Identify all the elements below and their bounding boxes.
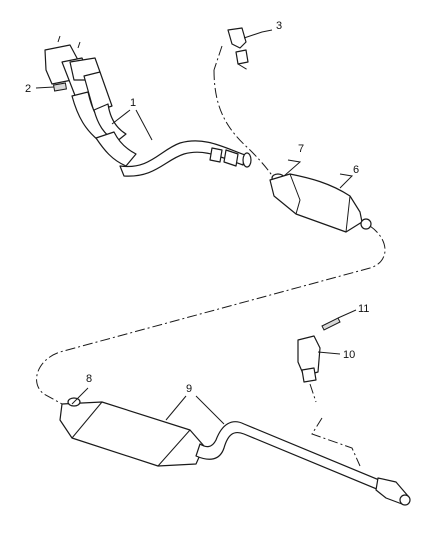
muffler-part-8 xyxy=(59,397,205,467)
front-pipe-assembly xyxy=(44,35,252,177)
stud-part-2 xyxy=(35,82,68,92)
hanger-bracket-part-3 xyxy=(213,27,273,71)
catalytic-converter-part-6 xyxy=(269,173,372,233)
leader-lines xyxy=(71,109,225,425)
routing-line-10-to-9 xyxy=(309,383,361,467)
callout-10: 10 xyxy=(343,349,355,361)
hanger-bracket-part-10 xyxy=(297,335,341,383)
callout-9: 9 xyxy=(186,383,192,395)
callout-2: 2 xyxy=(25,83,31,95)
callout-6: 6 xyxy=(353,164,359,176)
callout-1: 1 xyxy=(130,97,136,109)
callout-3: 3 xyxy=(276,20,282,32)
callout-7: 7 xyxy=(298,143,304,155)
bolt-part-11 xyxy=(321,309,357,331)
callout-8: 8 xyxy=(86,373,92,385)
callout-11: 11 xyxy=(358,303,369,315)
tailpipe-part-9 xyxy=(195,421,411,506)
routing-line-3-to-6 xyxy=(213,69,276,181)
routing-line-6-to-8 xyxy=(36,225,386,405)
